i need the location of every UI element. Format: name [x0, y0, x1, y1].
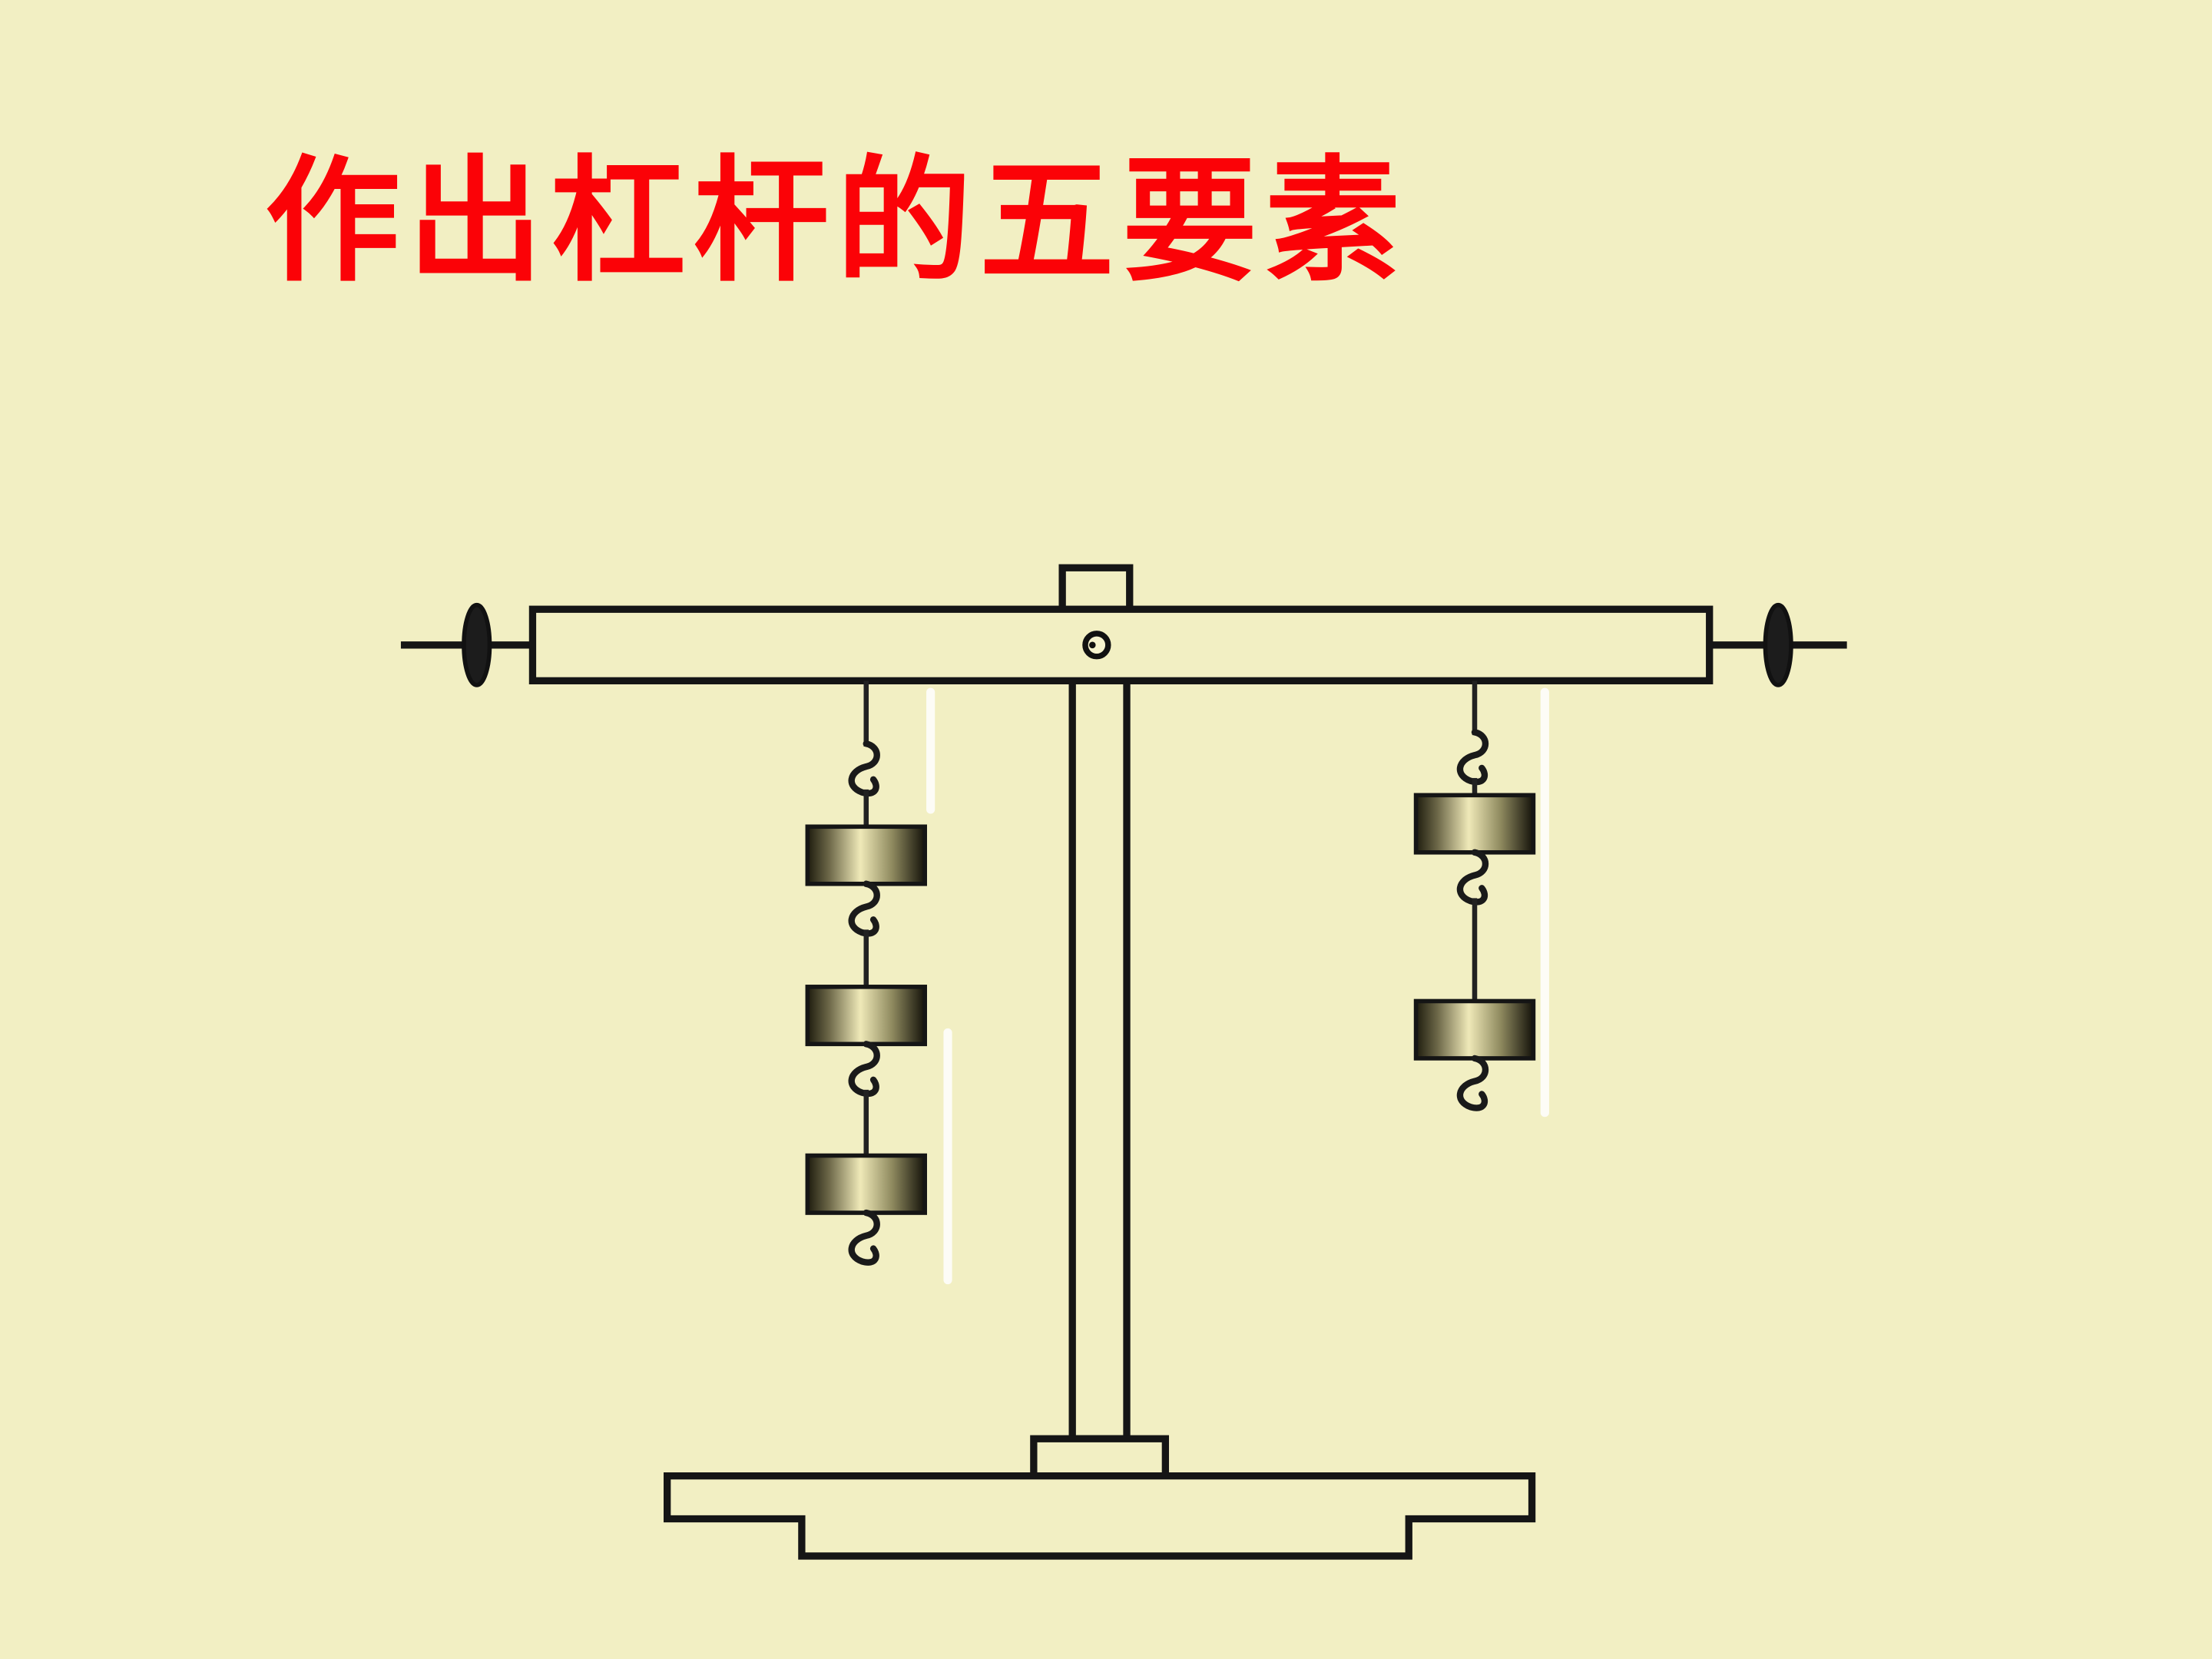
right-weight-chain [1413, 680, 1536, 1108]
left-weight-chain [805, 680, 927, 1263]
stand-foot [1030, 1435, 1170, 1480]
hook-icon [852, 1213, 877, 1263]
weight [1413, 998, 1536, 1061]
hook-icon [1460, 1058, 1485, 1108]
stand-base [664, 1472, 1536, 1560]
weight [805, 1153, 927, 1215]
hook-icon [852, 884, 877, 934]
stand-post [1068, 677, 1131, 1442]
weight [805, 824, 927, 886]
hook-icon [1460, 732, 1485, 782]
left-balance-nut [462, 602, 492, 687]
slide-title: 作出杠杆的五要素 [265, 141, 1409, 300]
fulcrum-pivot [1082, 631, 1111, 660]
fulcrum-pin [1089, 641, 1096, 649]
hook-icon [852, 1044, 877, 1094]
weight [805, 985, 927, 1047]
hook-icon [1460, 853, 1485, 902]
right-balance-nut [1763, 602, 1793, 687]
weight [1413, 793, 1536, 855]
hook-icon [852, 743, 877, 793]
lever-beam [528, 605, 1714, 684]
